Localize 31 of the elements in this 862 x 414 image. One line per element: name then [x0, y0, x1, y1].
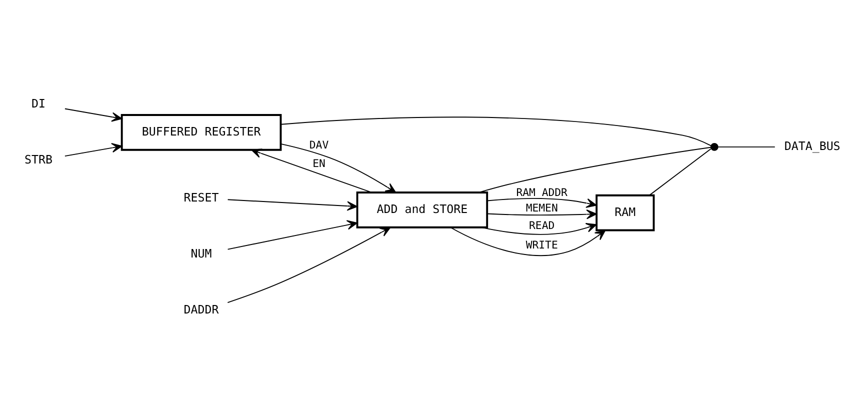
arrow [251, 148, 372, 192]
node-text: STRB [24, 152, 52, 166]
arrow [227, 226, 391, 303]
arrow [227, 198, 358, 210]
connector [280, 116, 712, 146]
connector [478, 146, 712, 192]
node-text: DI [32, 96, 46, 110]
arrow [280, 142, 396, 192]
edge-label: DAV [309, 138, 329, 152]
arrow [64, 108, 122, 122]
arrow [481, 222, 597, 234]
edge-label: RAM_ADDR [516, 186, 568, 199]
edge-label: EN [312, 156, 326, 170]
node-text: DATA_BUS [784, 138, 840, 152]
node-text: DADDR [184, 302, 219, 316]
arrow [227, 220, 358, 250]
node-box: BUFFERED REGISTER [120, 114, 282, 150]
arrow [486, 208, 597, 219]
node-text: NUM [190, 246, 212, 260]
arrow [450, 226, 606, 256]
arrow [64, 142, 122, 156]
arrow [486, 197, 597, 208]
node-box: ADD and STORE [356, 191, 488, 228]
edge-label: READ [529, 218, 555, 232]
connector [649, 148, 712, 196]
node-text: RESET [184, 190, 219, 204]
node-circle [710, 142, 718, 150]
connector [718, 146, 776, 147]
node-box: RAM [596, 194, 655, 231]
edge-label: WRITE [526, 238, 558, 251]
edge-label: MEMEN [526, 201, 558, 214]
